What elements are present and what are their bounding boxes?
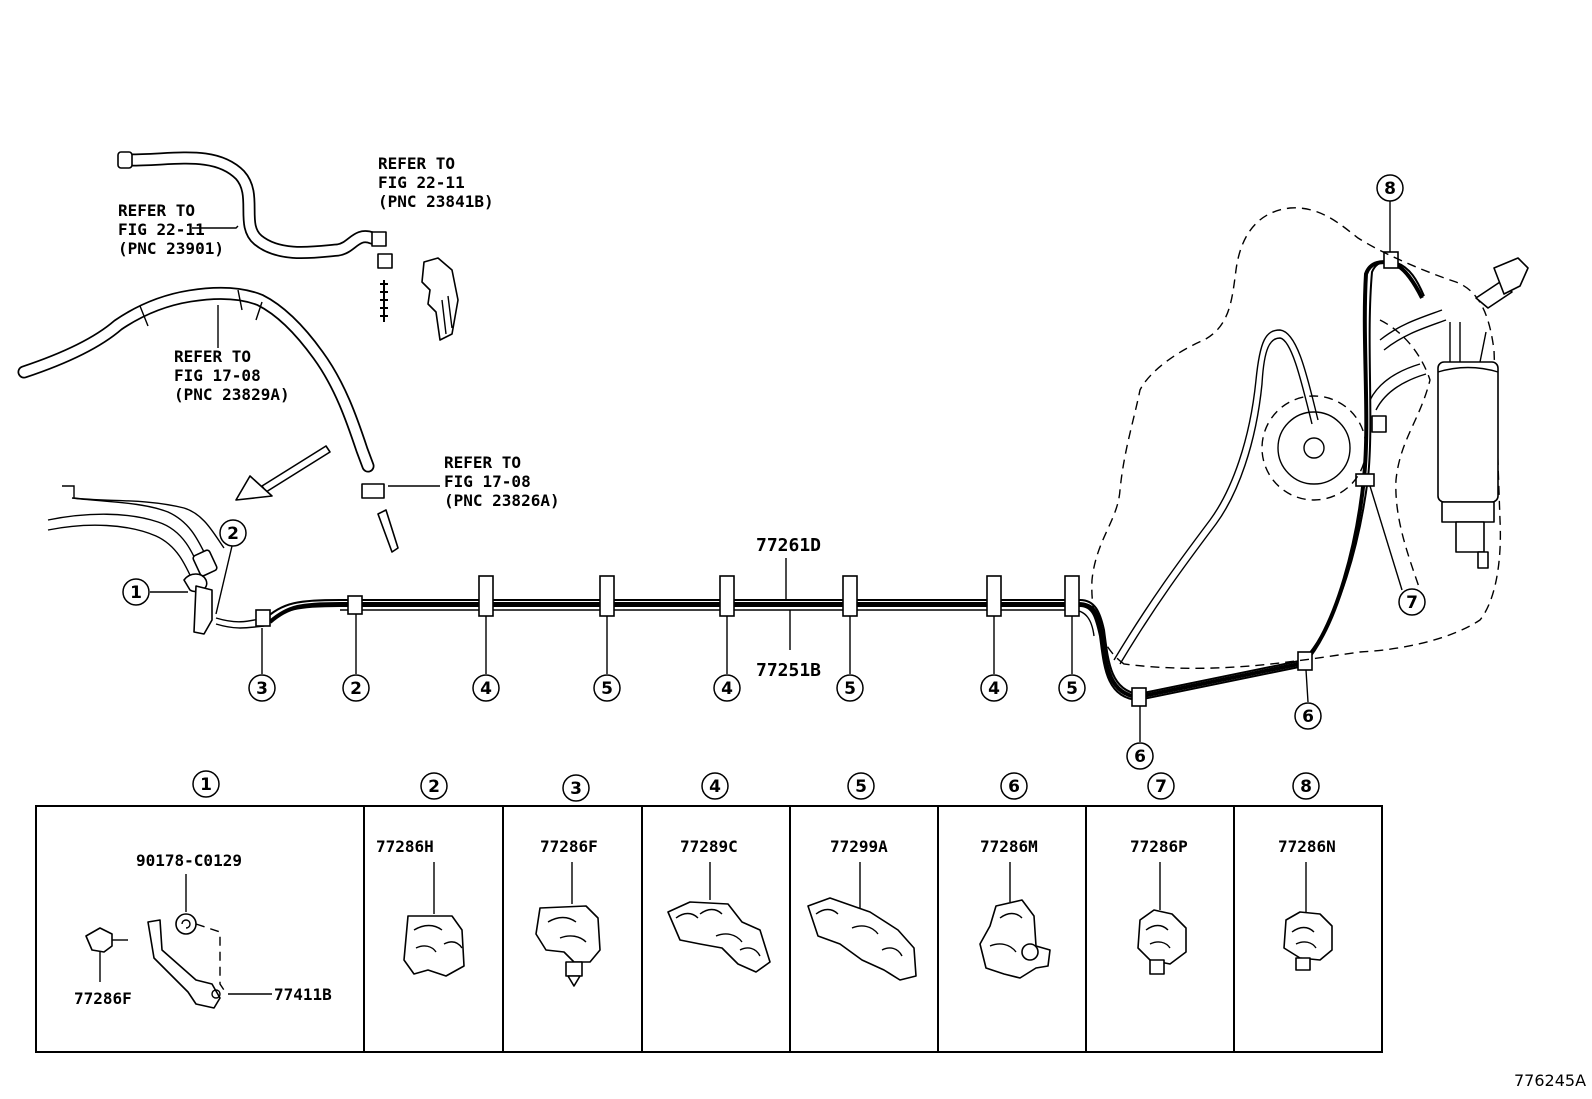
callout-number: 4: [709, 777, 721, 797]
main-tube-run: [263, 260, 1425, 702]
refer-note-23841b: REFER TO FIG 22-11 (PNC 23841B): [378, 154, 494, 211]
refer-note-23826a-line2: FIG 17-08: [444, 472, 531, 491]
charcoal-canister: [1369, 257, 1529, 569]
callout-marker: 7: [1398, 588, 1426, 616]
callout-marker: 4: [713, 674, 741, 702]
tube-label-upper: 77261D: [756, 535, 821, 556]
tube-clamps: [255, 251, 1399, 707]
detail-table: [35, 805, 1383, 1053]
part-number-77286f: 77286F: [540, 837, 598, 856]
callout-number: 2: [428, 777, 440, 797]
callout-marker: 4: [472, 674, 500, 702]
part-number-77286m: 77286M: [980, 837, 1038, 856]
callout-number: 2: [350, 679, 362, 699]
refer-note-23826a: REFER TO FIG 17-08 (PNC 23826A): [444, 453, 560, 510]
callout-number: 5: [844, 679, 856, 699]
detail-cell-6: 77286M: [979, 837, 1051, 979]
detail-cell-2: 77286H: [376, 837, 465, 977]
tube-label-lower: 77251B: [756, 660, 821, 681]
refer-note-23901-line2: FIG 22-11: [118, 220, 205, 239]
refer-note-23901-line3: (PNC 23901): [118, 239, 224, 258]
callout-number: 6: [1008, 777, 1020, 797]
part-number-77299a: 77299A: [830, 837, 888, 856]
detail-callouts: 1 2 3 4 5 6 7 8: [192, 770, 1320, 802]
callout-marker: 6: [1294, 702, 1322, 730]
detail-cell-7: 77286P: [1130, 837, 1188, 975]
left-pipe-end: [47, 485, 265, 635]
refer-note-23829a-line2: FIG 17-08: [174, 366, 261, 385]
part-number-77286n: 77286N: [1278, 837, 1336, 856]
callout-number: 4: [988, 679, 1000, 699]
callout-number: 5: [1066, 679, 1078, 699]
detail-cell-1: 90178-C0129 77411B 77286F: [74, 851, 332, 1009]
detail-cell-5: 77299A: [807, 837, 917, 981]
callout-marker: 5: [593, 674, 621, 702]
callout-marker: 6: [1126, 742, 1154, 770]
callout-marker: 2: [420, 772, 448, 800]
callout-number: 4: [480, 679, 492, 699]
fuel-sender: [1113, 329, 1367, 665]
part-number-77411b: 77411B: [274, 985, 332, 1004]
callout-marker: 5: [836, 674, 864, 702]
part-number-77286f-bracket: 77286F: [74, 989, 132, 1008]
callout-marker: 5: [847, 772, 875, 800]
leader-lines: [150, 200, 1403, 742]
callout-marker: 2: [342, 674, 370, 702]
callout-marker: 6: [1000, 772, 1028, 800]
callout-marker: 8: [1292, 772, 1320, 800]
part-number-77289c: 77289C: [680, 837, 738, 856]
main-callouts: 1 2 3 2 4 5 4 5 4 5 6 6 7 8: [122, 174, 1426, 770]
callout-number: 1: [200, 775, 212, 795]
callout-number: 8: [1384, 179, 1396, 199]
callout-number: 1: [130, 583, 142, 603]
callout-marker: 7: [1147, 772, 1175, 800]
evap-hose-23901: [117, 151, 393, 322]
refer-note-23826a-line1: REFER TO: [444, 453, 521, 472]
refer-note-23829a-line3: (PNC 23829A): [174, 385, 290, 404]
refer-note-23901: REFER TO FIG 22-11 (PNC 23901): [118, 201, 224, 258]
refer-note-23841b-line2: FIG 22-11: [378, 173, 465, 192]
fuel-tank-outline: [1091, 207, 1502, 670]
callout-number: 5: [855, 777, 867, 797]
refer-note-23829a-line1: REFER TO: [174, 347, 251, 366]
part-number-77286p: 77286P: [1130, 837, 1188, 856]
clamp-part-23841b: [421, 257, 459, 341]
callout-marker: 5: [1058, 674, 1086, 702]
detail-cell-4: 77289C: [667, 837, 771, 973]
callout-number: 2: [227, 524, 239, 544]
part-number-77286h: 77286H: [376, 837, 434, 856]
callout-marker: 4: [980, 674, 1008, 702]
refer-note-23841b-line3: (PNC 23841B): [378, 192, 494, 211]
callout-number: 3: [570, 779, 582, 799]
callout-marker: 3: [248, 674, 276, 702]
callout-number: 4: [721, 679, 733, 699]
callout-number: 6: [1134, 747, 1146, 767]
detail-cell-3: 77286F: [535, 837, 601, 987]
callout-marker: 2: [219, 519, 247, 547]
direction-arrow: [235, 445, 331, 501]
figure-id: 776245A: [1514, 1071, 1586, 1090]
callout-number: 5: [601, 679, 613, 699]
callout-marker: 3: [562, 774, 590, 802]
callout-marker: 1: [192, 770, 220, 798]
callout-number: 7: [1155, 777, 1167, 797]
hose-clamp-23826a: [361, 483, 399, 553]
refer-note-23841b-line1: REFER TO: [378, 154, 455, 173]
callout-marker: 8: [1376, 174, 1404, 202]
refer-note-23901-line1: REFER TO: [118, 201, 195, 220]
refer-note-23826a-line3: (PNC 23826A): [444, 491, 560, 510]
callout-marker: 4: [701, 772, 729, 800]
callout-number: 3: [256, 679, 268, 699]
callout-marker: 1: [122, 578, 150, 606]
callout-number: 7: [1406, 593, 1418, 613]
callout-number: 6: [1302, 707, 1314, 727]
fuel-hose-23829a: [17, 286, 375, 473]
detail-cell-8: 77286N: [1278, 837, 1336, 971]
callout-number: 8: [1300, 777, 1312, 797]
refer-note-23829a: REFER TO FIG 17-08 (PNC 23829A): [174, 347, 290, 404]
part-number-90178-c0129: 90178-C0129: [136, 851, 242, 870]
